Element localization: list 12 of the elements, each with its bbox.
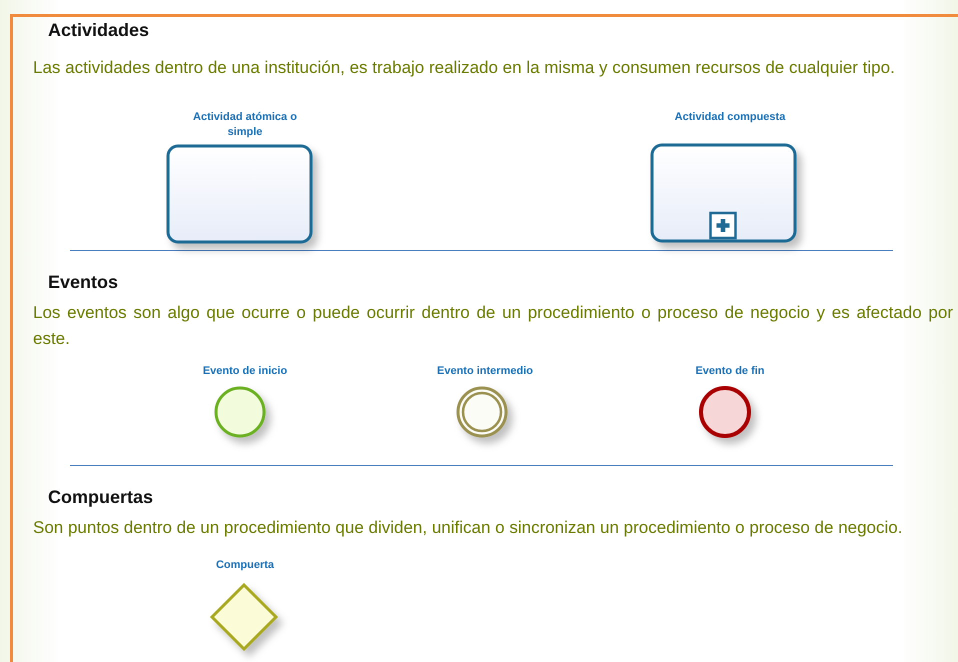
shape-label: Actividad atómica o simple [192, 110, 298, 140]
section-heading: Compuertas [48, 487, 154, 508]
description-text: Las actividades dentro de una institución, es trabajo realizado en la misma y consumen recursos de cualquier tipo. [33, 57, 896, 79]
section-heading: Eventos [48, 272, 118, 293]
shape-label: Evento de fin [694, 364, 766, 379]
section-heading: Actividades [48, 20, 150, 41]
shape-label: Actividad compuesta [674, 110, 786, 125]
description-text: Los eventos son algo que ocurre o puede ocurrir dentro de un procedimiento o proceso de negocio y es afectado por este. [33, 302, 953, 350]
description-text: Son puntos dentro de un procedimiento que dividen, unifican o sincronizan un procedimiento o proceso de negocio. [33, 517, 904, 539]
shape-label: Compuerta [214, 558, 276, 573]
shape-label: Evento intermedio [436, 364, 534, 379]
shape-label: Evento de inicio [202, 364, 288, 379]
